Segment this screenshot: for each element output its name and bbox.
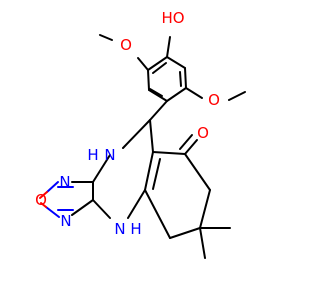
atom-labels: HO O O O H N N O N N H: [35, 9, 220, 238]
core-ring-bonds: [71, 119, 231, 259]
molecule-structure-diagram: HO O O O H N N O N N H: [0, 0, 300, 300]
methoxy-oxygen-right-label: O: [208, 91, 220, 109]
nh-top-nitrogen-label: N: [104, 146, 115, 164]
oxadiazole-oxygen-label: O: [35, 191, 47, 209]
aryl-substituent-bonds: [99, 34, 246, 121]
ketone-oxygen-label: O: [197, 124, 209, 142]
nh-bottom-nitrogen-label: N: [114, 220, 125, 238]
oxadiazole-nitrogen-top-label: N: [59, 173, 70, 191]
nh-top-hydrogen-label: H: [87, 146, 98, 164]
methoxy-oxygen-left-label: O: [120, 36, 132, 54]
oxadiazole-nitrogen-bottom-label: N: [60, 212, 71, 230]
hydroxyl-label: HO: [161, 9, 184, 27]
aryl-ring-bonds: [147, 56, 187, 102]
nh-bottom-hydrogen-label: H: [130, 220, 141, 238]
canvas-background: [0, 0, 300, 300]
oxadiazole-ring-bonds: [39, 181, 74, 218]
